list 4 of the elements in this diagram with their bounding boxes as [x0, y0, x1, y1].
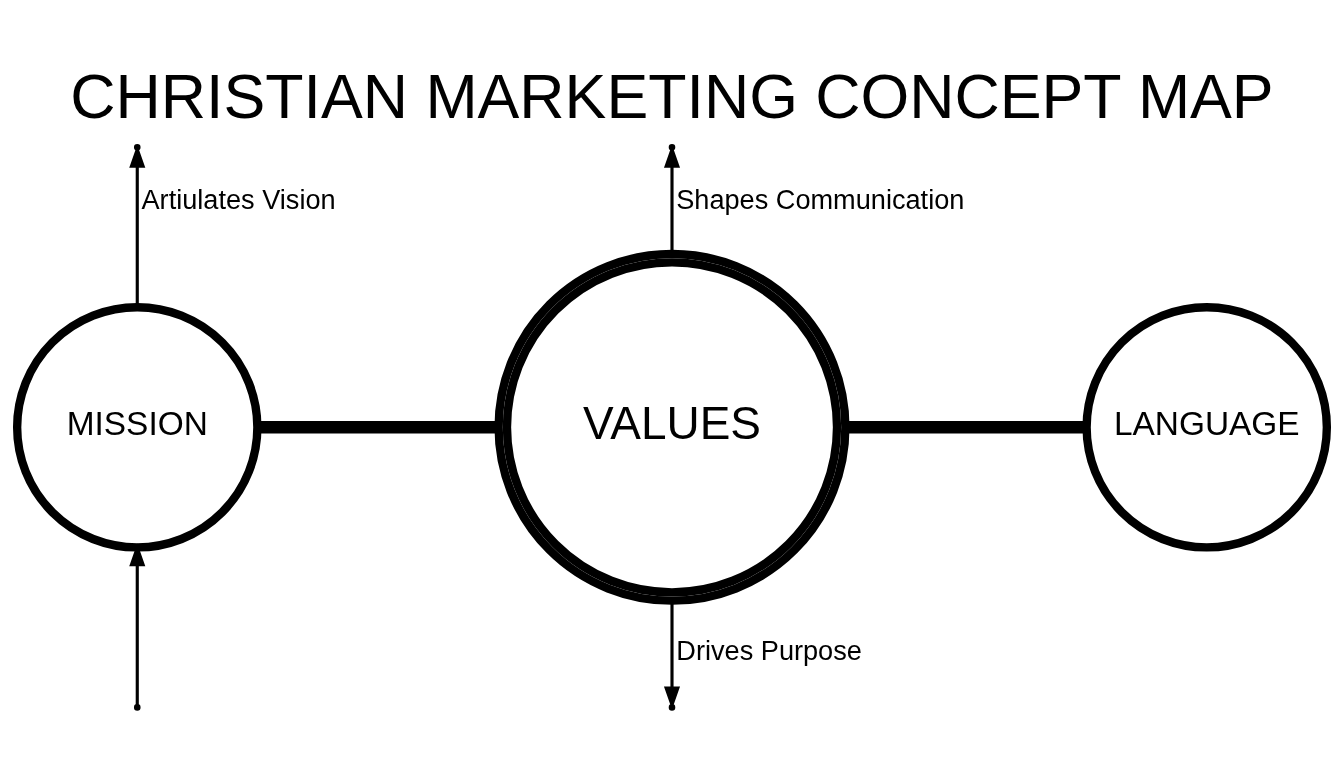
- diagram-title: CHRISTIAN MARKETING CONCEPT MAP: [70, 60, 1274, 131]
- edge-label: Drives Purpose: [676, 634, 862, 666]
- edge-label: Shapes Communication: [676, 183, 965, 215]
- edge-label: Artiulates Vision: [141, 183, 336, 215]
